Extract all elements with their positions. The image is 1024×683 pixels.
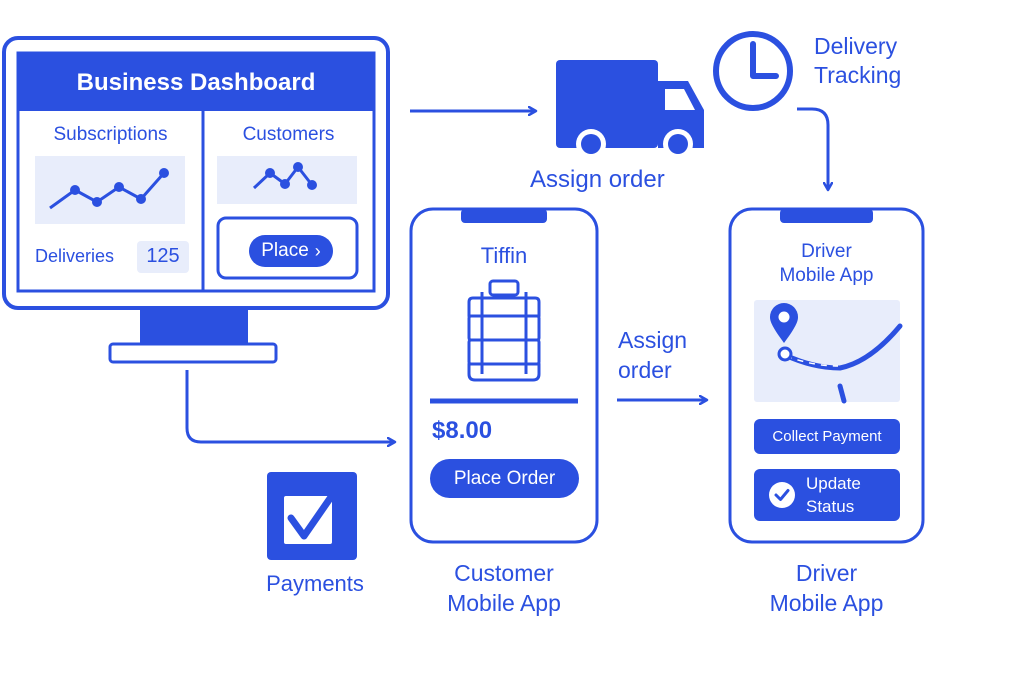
update-status-line2: Status: [806, 497, 855, 516]
customer-phone-frame: [409, 207, 599, 544]
deliveries-count-box: [137, 241, 189, 273]
assign-order-line2: order: [618, 357, 672, 383]
payments-label: Payments: [266, 571, 364, 596]
customer-caption-line2: Mobile App: [447, 590, 561, 616]
deliveries-label: Deliveries: [35, 246, 115, 266]
assign-order-line1: Assign: [618, 327, 688, 353]
driver-app-title-line1: Driver: [801, 241, 852, 262]
clock-icon: [713, 31, 793, 111]
place-button[interactable]: Place ›: [249, 235, 333, 267]
subscriptions-chart: [35, 156, 185, 224]
collect-payment-button[interactable]: Collect Payment: [754, 419, 900, 454]
dashboard-title: Business Dashboard: [76, 69, 316, 96]
place-order-label: Place Order: [453, 467, 556, 489]
check-circle-icon: [769, 482, 795, 508]
chevron-right-icon: ›: [314, 240, 321, 261]
assign-order-label-top: Assign order: [530, 166, 665, 193]
map-pin-icon: [770, 303, 798, 343]
deliveries-count: 125: [146, 245, 180, 267]
driver-caption-line1: Driver: [795, 560, 858, 586]
tiffin-price: $8.00: [432, 417, 493, 444]
checkbox-icon: [267, 472, 357, 560]
driver-caption-line2: Mobile App: [769, 590, 884, 616]
update-status-text: Update Status: [806, 472, 861, 518]
subscriptions-label: Subscriptions: [53, 124, 168, 145]
driver-app-title-line2: Mobile App: [779, 265, 874, 286]
place-button-label: Place: [261, 240, 309, 261]
arrow-tracking-to-driver: [797, 107, 828, 190]
delivery-tracking-line2: Tracking: [814, 62, 902, 88]
collect-payment-label: Collect Payment: [772, 428, 882, 445]
customers-label: Customers: [242, 124, 335, 145]
update-status-line1: Update: [806, 474, 861, 493]
truck-icon: [556, 60, 704, 159]
place-order-button[interactable]: Place Order: [430, 459, 579, 498]
arrow-dashboard-to-customer: [185, 370, 395, 442]
update-status-button[interactable]: Update Status: [754, 469, 900, 521]
customers-chart: [217, 156, 357, 204]
delivery-tracking-line1: Delivery: [814, 33, 898, 59]
tiffin-title: Tiffin: [480, 243, 528, 268]
customer-caption-line1: Customer: [454, 560, 554, 586]
tiffin-icon: [467, 279, 541, 382]
